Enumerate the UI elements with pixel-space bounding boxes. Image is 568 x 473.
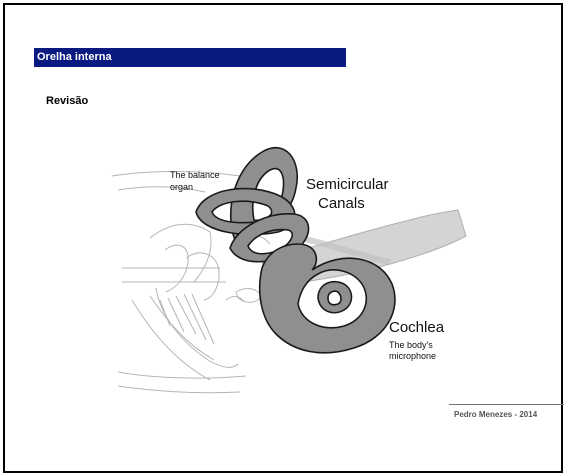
slide-footer: Pedro Menezes - 2014 [454,410,537,419]
footer-divider [449,404,564,405]
label-balance-line1: The balance [170,170,220,180]
label-semicircular-line1: Semicircular [306,176,389,193]
label-cochlea: Cochlea [389,319,445,336]
label-cochlea-desc-line1: The body's [389,340,433,350]
label-semicircular-line2: Canals [318,195,365,212]
inner-ear-diagram: The balance organ Semicircular Canals Co… [0,0,568,428]
label-cochlea-desc-line2: microphone [389,351,436,361]
label-balance-line2: organ [170,182,193,192]
